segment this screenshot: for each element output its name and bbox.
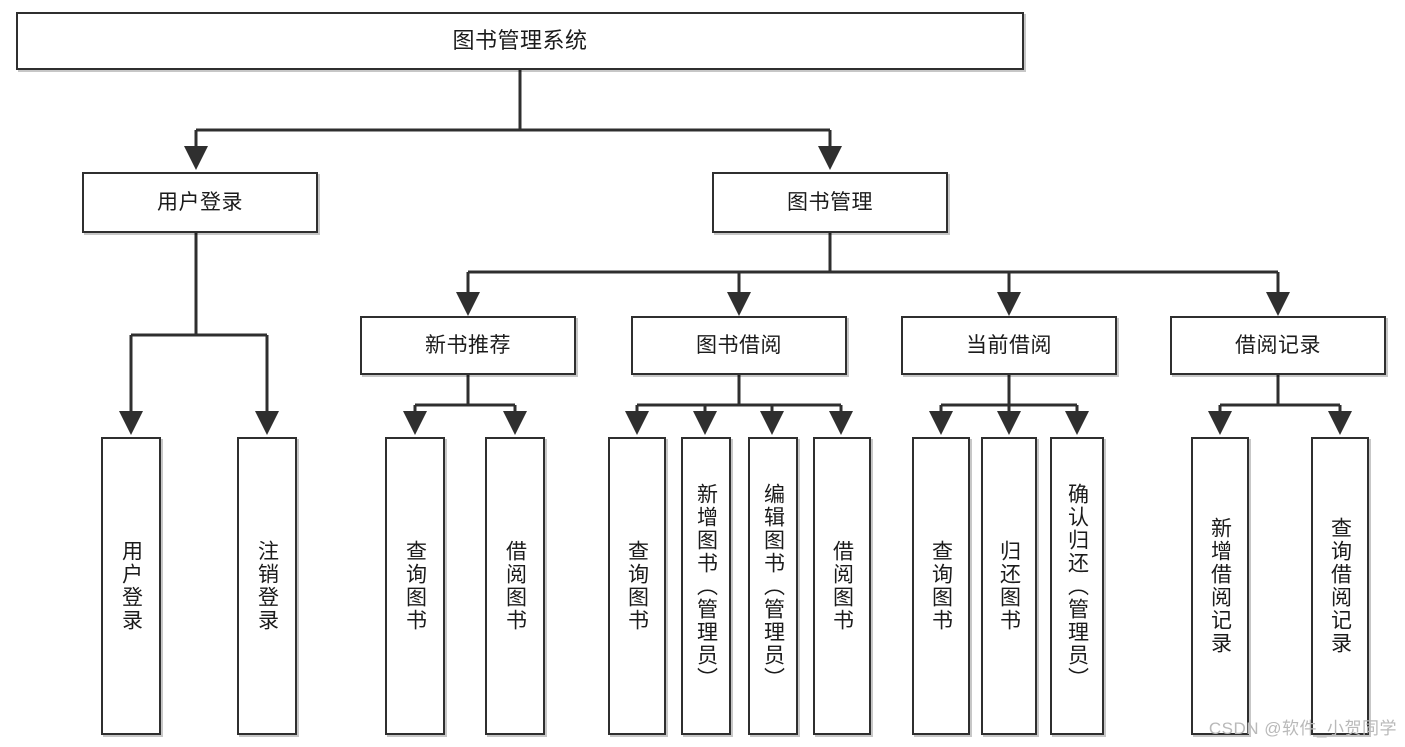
- node-leaf-query-book-recommend[interactable]: 查询图书: [385, 437, 445, 735]
- node-leaf-borrow-book[interactable]: 借阅图书: [813, 437, 871, 735]
- node-leaf-confirm-return[interactable]: 确认归还（管理员）: [1050, 437, 1104, 735]
- node-leaf-add-book[interactable]: 新增图书（管理员）: [681, 437, 731, 735]
- node-label: 确认归还（管理员）: [1065, 482, 1089, 690]
- node-label: 新增图书（管理员）: [694, 482, 718, 690]
- node-leaf-query-book-borrow[interactable]: 查询图书: [608, 437, 666, 735]
- node-label: 新增借阅记录: [1208, 517, 1232, 655]
- node-label: 借阅记录: [1235, 333, 1321, 357]
- node-label: 当前借阅: [966, 333, 1052, 357]
- node-label: 编辑图书（管理员）: [761, 482, 785, 690]
- node-label: 注销登录: [255, 540, 279, 632]
- node-leaf-logout[interactable]: 注销登录: [237, 437, 297, 735]
- node-label: 图书借阅: [696, 333, 782, 357]
- node-leaf-borrow-book-recommend[interactable]: 借阅图书: [485, 437, 545, 735]
- node-label: 查询图书: [929, 540, 953, 632]
- node-label: 图书管理系统: [452, 27, 588, 53]
- node-label: 图书管理: [787, 190, 873, 214]
- node-label: 归还图书: [997, 540, 1021, 632]
- node-book-borrow[interactable]: 图书借阅: [631, 316, 847, 375]
- node-label: 查询图书: [625, 540, 649, 632]
- node-leaf-return-book[interactable]: 归还图书: [981, 437, 1037, 735]
- node-user-login[interactable]: 用户登录: [82, 172, 318, 233]
- node-label: 新书推荐: [425, 333, 511, 357]
- node-root-system[interactable]: 图书管理系统: [16, 12, 1024, 70]
- node-book-manage[interactable]: 图书管理: [712, 172, 948, 233]
- node-leaf-query-book-current[interactable]: 查询图书: [912, 437, 970, 735]
- node-current-borrow[interactable]: 当前借阅: [901, 316, 1117, 375]
- node-leaf-edit-book[interactable]: 编辑图书（管理员）: [748, 437, 798, 735]
- node-leaf-user-login[interactable]: 用户登录: [101, 437, 161, 735]
- node-label: 查询图书: [403, 540, 427, 632]
- node-borrow-record[interactable]: 借阅记录: [1170, 316, 1386, 375]
- node-label: 借阅图书: [503, 540, 527, 632]
- watermark: CSDN @软件_小贺同学: [1208, 719, 1397, 738]
- node-label: 用户登录: [119, 540, 143, 632]
- node-leaf-add-borrow-record[interactable]: 新增借阅记录: [1191, 437, 1249, 735]
- node-new-book-recommend[interactable]: 新书推荐: [360, 316, 576, 375]
- node-label: 查询借阅记录: [1328, 517, 1352, 655]
- node-leaf-query-borrow-record[interactable]: 查询借阅记录: [1311, 437, 1369, 735]
- node-label: 用户登录: [157, 190, 243, 214]
- node-label: 借阅图书: [830, 540, 854, 632]
